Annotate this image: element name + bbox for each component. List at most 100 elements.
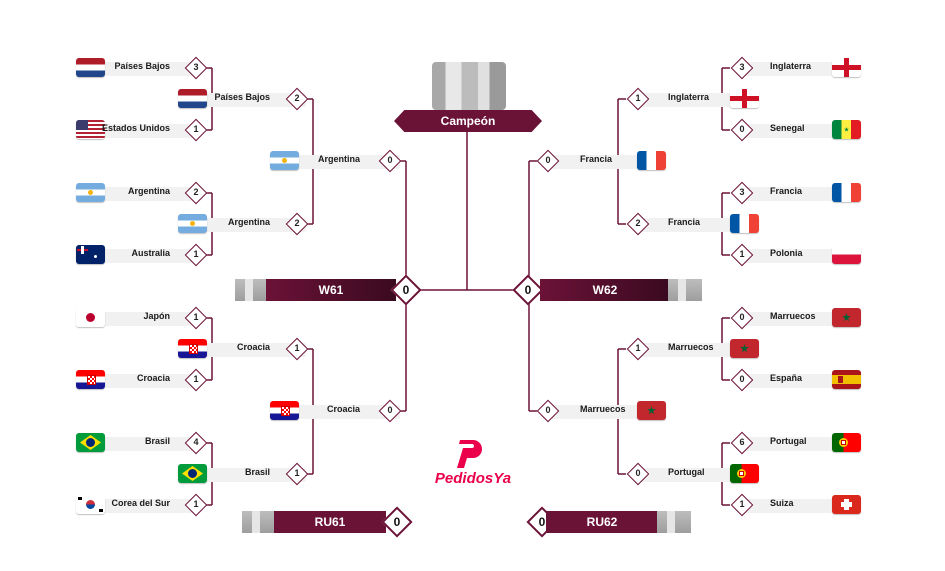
w61-tab — [235, 279, 269, 301]
flag-br-icon — [178, 464, 207, 483]
team-name: Marruecos — [770, 311, 816, 321]
team-bar — [178, 218, 306, 232]
flag-ma-icon — [730, 339, 759, 358]
team-name: Inglaterra — [668, 92, 710, 102]
team-name: Inglaterra — [770, 61, 812, 71]
team-bar — [270, 405, 400, 419]
brand-name: PedidosYa — [434, 470, 512, 487]
flag-sn-icon — [832, 120, 861, 139]
team-bar — [76, 62, 198, 76]
w62-banner: W62 — [540, 279, 670, 301]
team-name: Senegal — [770, 123, 805, 133]
team-name: Brasil — [244, 467, 270, 477]
team-bar — [638, 218, 758, 232]
flag-au-icon — [76, 245, 105, 264]
team-name: Argentina — [127, 186, 170, 196]
ru61-banner: RU61 — [274, 511, 386, 533]
team-name: Brasil — [144, 436, 170, 446]
ru61-tab — [242, 511, 276, 533]
team-bar — [545, 155, 665, 169]
flag-ar-icon — [76, 183, 105, 202]
flag-fr-icon — [730, 214, 759, 233]
team-bar — [76, 437, 198, 451]
team-name: Croacia — [136, 373, 170, 383]
flag-hr-icon — [76, 370, 105, 389]
team-bar — [638, 343, 758, 357]
team-name: Japón — [143, 311, 170, 321]
team-bar — [744, 499, 858, 513]
team-name: Croacia — [326, 404, 360, 414]
flag-ch-icon — [832, 495, 861, 514]
team-bar — [744, 374, 858, 388]
team-bar — [270, 155, 400, 169]
flag-pt-icon — [832, 433, 861, 452]
flag-jp-icon — [76, 308, 105, 327]
team-bar — [744, 124, 858, 138]
flag-ar-icon — [270, 151, 299, 170]
team-name: Países Bajos — [114, 61, 170, 71]
team-name: Marruecos — [668, 342, 714, 352]
team-bar — [744, 312, 858, 326]
final-champion-banner: Campeón — [394, 110, 542, 132]
ru62-tab — [657, 511, 691, 533]
team-name: Suiza — [770, 498, 794, 508]
team-bar — [76, 374, 198, 388]
flag-pt-icon — [730, 464, 759, 483]
flag-br-icon — [76, 433, 105, 452]
flag-kr-icon — [76, 495, 105, 514]
flag-hr-icon — [178, 339, 207, 358]
team-name: Francia — [770, 186, 803, 196]
trophy-icon — [432, 62, 506, 110]
team-name: Portugal — [668, 467, 705, 477]
team-bar — [76, 187, 198, 201]
pedidosya-logo-icon — [457, 440, 482, 468]
flag-ma-icon — [637, 401, 666, 420]
team-bar — [744, 62, 858, 76]
team-name: Australia — [131, 248, 170, 258]
w62-tab — [668, 279, 702, 301]
team-name: España — [770, 373, 803, 383]
flag-hr-icon — [270, 401, 299, 420]
team-name: Francia — [580, 154, 613, 164]
team-bar — [76, 249, 198, 263]
flag-us-icon — [76, 120, 105, 139]
team-bar — [545, 405, 665, 419]
team-bar — [744, 187, 858, 201]
w61-banner: W61 — [266, 279, 396, 301]
team-bar — [76, 499, 198, 513]
team-name: Polonia — [770, 248, 803, 258]
team-bar — [178, 343, 306, 357]
team-name: Croacia — [236, 342, 270, 352]
team-name: Países Bajos — [214, 92, 270, 102]
team-name: Francia — [668, 217, 701, 227]
team-bar — [178, 468, 306, 482]
flag-nl-icon — [178, 89, 207, 108]
team-bar — [76, 312, 198, 326]
team-bar — [638, 468, 758, 482]
team-name: Argentina — [227, 217, 270, 227]
